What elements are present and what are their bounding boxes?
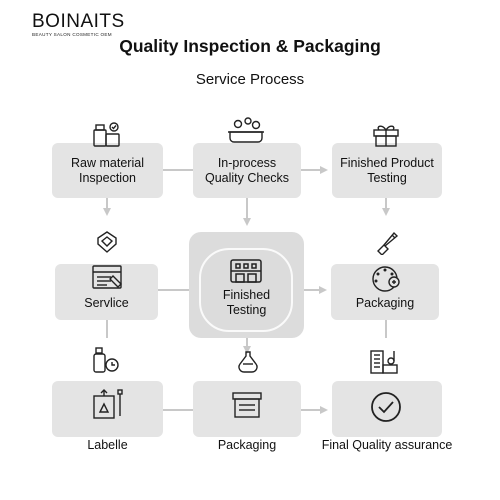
step-packaging-bottom-box [193, 381, 301, 437]
label-final-quality: Final Quality assurance [321, 438, 453, 452]
step-label: Packaging [355, 295, 415, 310]
page-title: Quality Inspection & Packaging [119, 36, 381, 56]
building-note-icon [370, 350, 398, 374]
brand-name: BOINAITS [32, 11, 125, 32]
step-label: Finished Product Testing [340, 155, 434, 185]
bubbles-dish-icon [228, 117, 264, 143]
timer-dial-icon [372, 266, 400, 292]
step-label: Servlice [84, 295, 129, 310]
flask-icon [238, 351, 258, 373]
step-packaging-mid: Packaging [331, 264, 439, 320]
highlight-ring [199, 248, 293, 332]
perfume-clock-icon [93, 347, 119, 373]
step-raw-material-inspection: Raw material Inspection [52, 143, 163, 198]
label-packaging-bottom: Packaging [217, 438, 277, 452]
step-in-process-quality-checks: In-process Quality Checks [193, 143, 301, 198]
document-window-icon [92, 265, 122, 289]
step-service: Servlice [55, 264, 158, 320]
cosmetic-jar-icon [93, 122, 120, 147]
package-tray-icon [232, 392, 262, 418]
step-labelle-box [52, 381, 163, 437]
label-labelle: Labelle [87, 438, 128, 452]
step-finished-product-testing: Finished Product Testing [332, 143, 442, 198]
page-subtitle: Service Process [195, 71, 305, 88]
brand-tagline: BEAUTY SALON COSMETIC OEM [32, 32, 112, 37]
step-label: Raw material Inspection [71, 155, 144, 185]
brand-logo: BOINAITS BEAUTY SALON COSMETIC OEM [32, 12, 125, 38]
gift-box-icon [373, 125, 399, 147]
check-circle-icon [371, 392, 401, 422]
shield-icon [97, 231, 117, 253]
step-finished-testing: Finished Testing [189, 232, 304, 338]
brush-icon [377, 231, 399, 255]
step-label: Finished Testing [222, 288, 271, 317]
step-label: In-process Quality Checks [204, 155, 290, 185]
label-station-icon [93, 389, 123, 419]
cabinet-icon [230, 259, 262, 283]
